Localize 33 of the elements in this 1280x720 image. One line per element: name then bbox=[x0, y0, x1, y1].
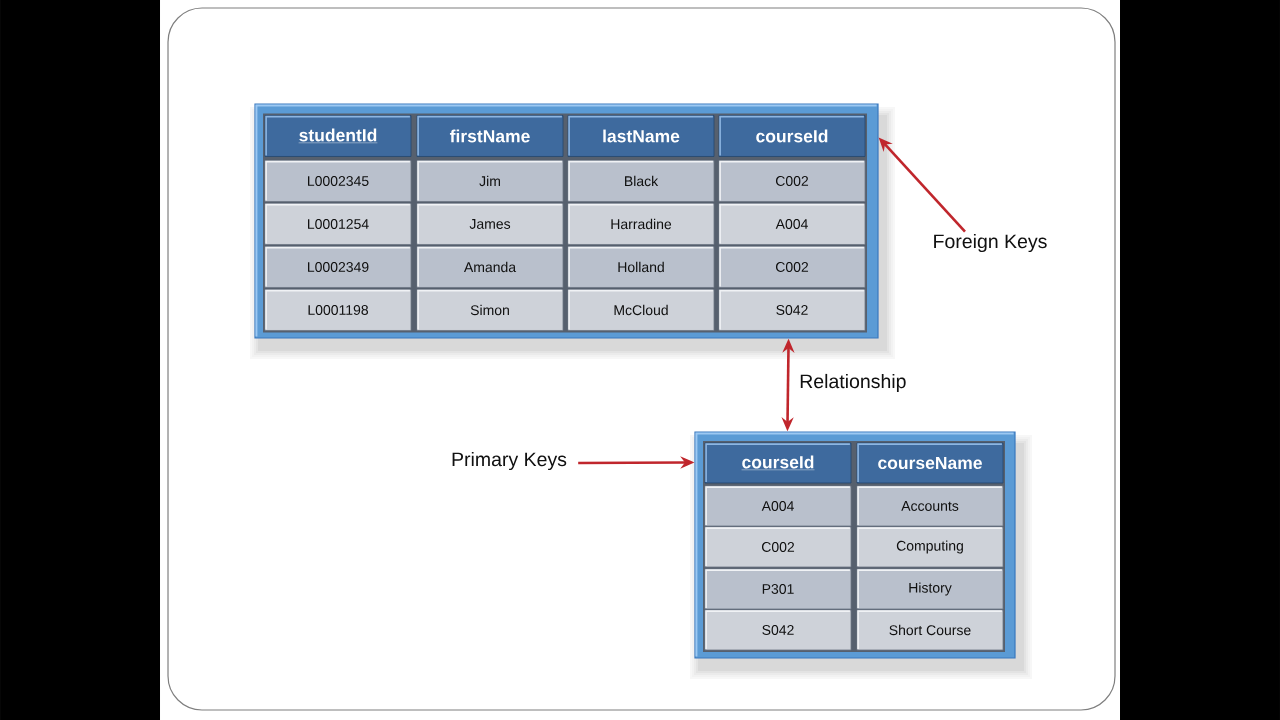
annotation-text: Foreign Keys bbox=[934, 233, 1047, 253]
header-cell: courseId bbox=[718, 115, 866, 157]
table-cell: S042 bbox=[718, 289, 866, 331]
edge-label: Relationship bbox=[797, 371, 909, 395]
header-cell: courseName bbox=[856, 442, 1004, 484]
table-cell: Black bbox=[567, 160, 715, 202]
table-cell: History bbox=[856, 568, 1004, 610]
table-cell: C002 bbox=[718, 160, 866, 202]
table-cell: Accounts bbox=[856, 485, 1004, 527]
header-cell: studentId bbox=[264, 115, 412, 157]
table-cell: S042 bbox=[704, 609, 852, 651]
table-cell: Simon bbox=[416, 289, 564, 331]
header-cell: courseId bbox=[704, 442, 852, 484]
table-cell: L0001254 bbox=[264, 203, 412, 245]
annotation-text: Primary Keys bbox=[452, 451, 567, 471]
header-cell: lastName bbox=[567, 115, 715, 157]
table-cell: A004 bbox=[718, 203, 866, 245]
table-cell: C002 bbox=[704, 526, 852, 568]
table-cell: Computing bbox=[856, 526, 1004, 568]
table-cell: A004 bbox=[704, 485, 852, 527]
table-cell: C002 bbox=[718, 246, 866, 288]
table-cell: L0002345 bbox=[264, 160, 412, 202]
table-cell: Holland bbox=[567, 246, 715, 288]
header-cell: firstName bbox=[416, 115, 564, 157]
table-cell: McCloud bbox=[567, 289, 715, 331]
table-cell: P301 bbox=[704, 568, 852, 610]
table-cell: Short Course bbox=[856, 609, 1004, 651]
table-cell: L0002349 bbox=[264, 246, 412, 288]
table-cell: Harradine bbox=[567, 203, 715, 245]
table-cell: Amanda bbox=[416, 246, 564, 288]
table-cell: L0001198 bbox=[264, 289, 412, 331]
table-cell: Jim bbox=[416, 160, 564, 202]
table-cell: James bbox=[416, 203, 564, 245]
